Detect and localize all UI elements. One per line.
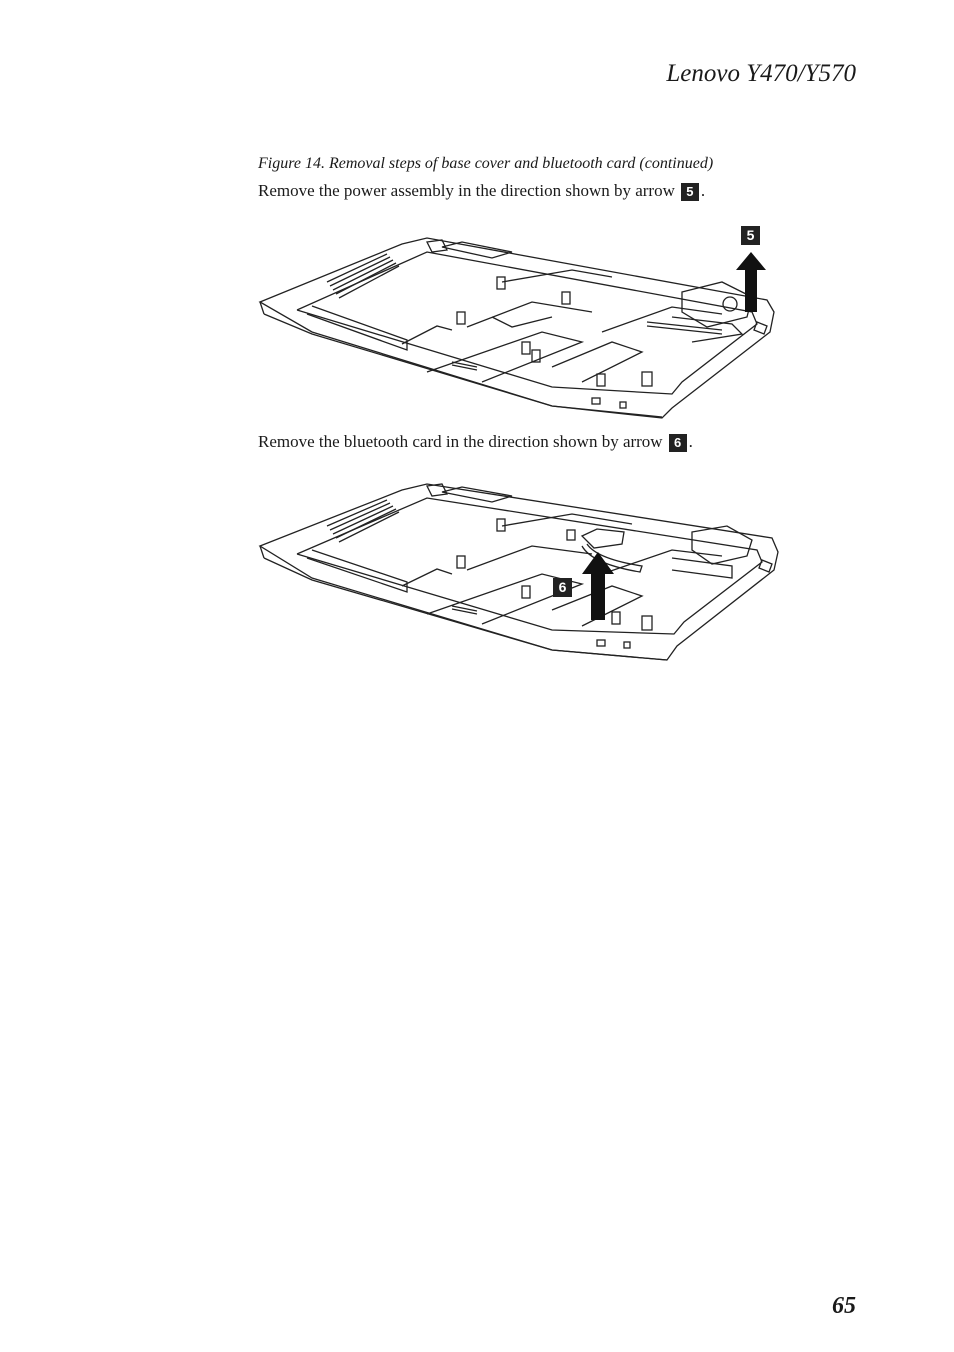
figure-caption: Figure 14. Removal steps of base cover a… [258,155,714,172]
step-5-text: Remove the power assembly in the directi… [258,181,675,200]
power-assembly-illustration: 5 [252,222,792,427]
step-5-instruction: Remove the power assembly in the directi… [258,181,706,202]
step-6-badge: 6 [668,434,687,453]
page-number: 65 [832,1293,856,1319]
document-header: Lenovo Y470/Y570 [666,60,856,87]
arrow-5-badge: 5 [741,226,760,245]
bluetooth-card-illustration: 6 [252,474,792,670]
base-cover-drawing-1 [258,237,775,419]
arrow-6-badge: 6 [553,578,572,597]
step-6-text: Remove the bluetooth card in the directi… [258,432,663,451]
base-cover-drawing-2 [258,483,779,661]
step-5-badge: 5 [680,183,699,202]
step-6-instruction: Remove the bluetooth card in the directi… [258,432,693,453]
